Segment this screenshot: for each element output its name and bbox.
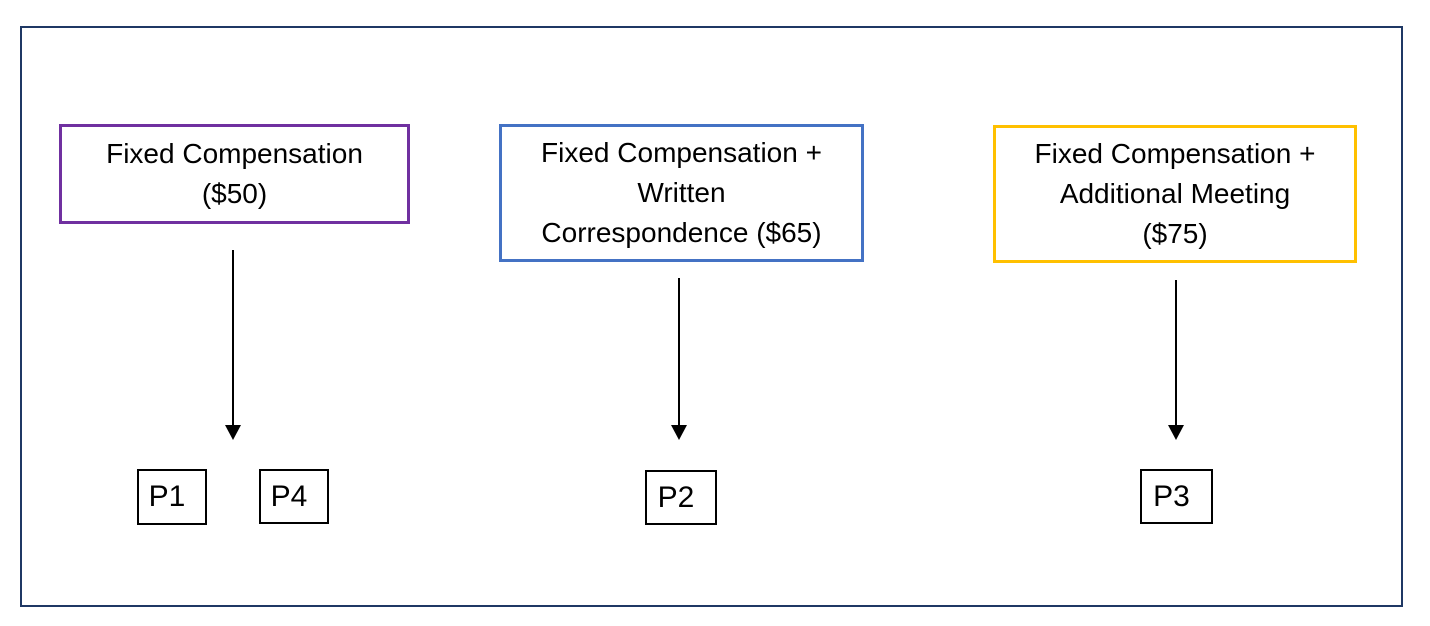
arrow-shaft xyxy=(678,278,680,425)
participant-box-p3: P3 xyxy=(1140,469,1213,524)
participant-label: P2 xyxy=(657,480,695,514)
down-arrow-written-correspondence xyxy=(671,278,687,440)
down-arrow-additional-meeting xyxy=(1168,280,1184,440)
arm-label-line: Correspondence ($65) xyxy=(541,217,822,248)
arrow-head-icon xyxy=(1168,425,1184,440)
arm-label-line: Additional Meeting xyxy=(1059,178,1291,209)
arrow-head-icon xyxy=(671,425,687,440)
arrow-shaft xyxy=(1175,280,1177,425)
arm-box-fixed-compensation: Fixed Compensation ($50) xyxy=(59,124,410,224)
participant-label: P4 xyxy=(270,479,308,513)
arm-label-line: ($50) xyxy=(201,178,268,209)
arm-label-line: Fixed Compensation + xyxy=(1034,138,1316,169)
participant-box-p1: P1 xyxy=(137,469,207,525)
participant-box-p4: P4 xyxy=(259,469,329,524)
arm-box-additional-meeting: Fixed Compensation + Additional Meeting … xyxy=(993,125,1357,263)
arm-label-line: Written xyxy=(637,177,726,208)
arrow-shaft xyxy=(232,250,234,425)
arm-box-written-correspondence: Fixed Compensation + Written Corresponde… xyxy=(499,124,864,262)
arrow-head-icon xyxy=(225,425,241,440)
down-arrow-fixed-compensation xyxy=(225,250,241,440)
arm-label-line: Fixed Compensation xyxy=(106,138,363,169)
participant-label: P1 xyxy=(148,480,186,513)
arm-label-line: ($75) xyxy=(1142,218,1208,249)
participant-label: P3 xyxy=(1153,479,1190,513)
arm-label-line: Fixed Compensation + xyxy=(541,137,822,168)
participant-box-p2: P2 xyxy=(645,470,717,525)
